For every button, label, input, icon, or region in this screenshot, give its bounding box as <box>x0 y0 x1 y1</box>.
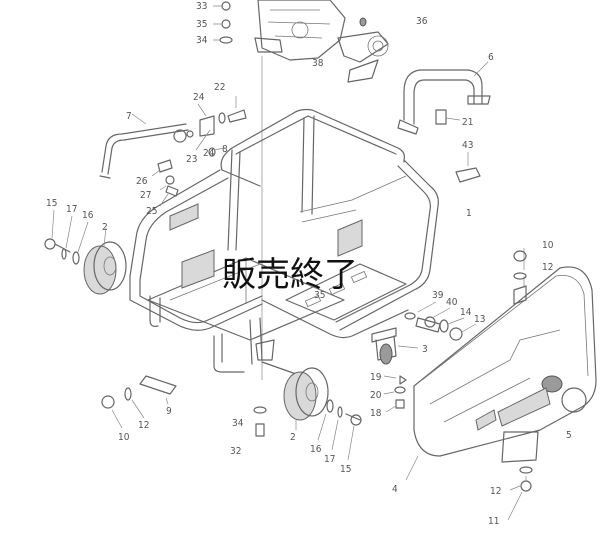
handle-bracket <box>397 61 491 135</box>
callout-10a: 10 <box>542 240 554 251</box>
callout-33: 33 <box>196 1 207 12</box>
right-hardware <box>404 301 477 341</box>
callout-2b: 2 <box>290 432 296 443</box>
callout-4: 4 <box>392 484 398 495</box>
callout-43: 43 <box>462 140 473 151</box>
callout-13: 13 <box>474 314 485 325</box>
callout-32: 32 <box>230 446 241 457</box>
callout-12a: 12 <box>542 262 553 273</box>
callout-34-top: 34 <box>196 35 208 46</box>
discontinued-stamp: 販売終了 <box>222 255 358 295</box>
callout-10b: 10 <box>118 432 130 443</box>
callout-8: 8 <box>222 144 228 155</box>
callout-18: 18 <box>370 408 382 419</box>
callout-22: 22 <box>214 82 225 93</box>
callout-39: 39 <box>432 290 444 301</box>
callout-26: 26 <box>136 176 148 187</box>
callout-5: 5 <box>566 430 572 441</box>
callout-12b: 12 <box>138 420 149 431</box>
left-wheel <box>44 209 127 295</box>
callout-15a: 15 <box>46 198 57 209</box>
callout-11: 11 <box>488 516 499 527</box>
callout-2a: 2 <box>102 222 108 233</box>
bottom-left-hardware <box>101 375 177 429</box>
callout-40: 40 <box>446 297 458 308</box>
callout-38: 38 <box>312 58 324 69</box>
callout-9: 9 <box>166 406 172 417</box>
callout-7: 7 <box>126 111 132 122</box>
callout-16a: 16 <box>82 210 94 221</box>
callout-labels: 33 35 34 36 38 6 22 24 7 21 23 24 8 43 2… <box>46 1 572 527</box>
callout-35b: 35 <box>314 290 325 301</box>
callout-27: 27 <box>140 190 151 201</box>
callout-24b: 24 <box>203 148 215 159</box>
callout-21: 21 <box>462 117 473 128</box>
callout-36: 36 <box>416 16 428 27</box>
callout-15b: 15 <box>340 464 351 475</box>
callout-17a: 17 <box>66 204 77 215</box>
bottom-wheel <box>253 361 362 461</box>
callout-17b: 17 <box>324 454 335 465</box>
main-frame <box>129 108 439 373</box>
callout-16b: 16 <box>310 444 322 455</box>
engine-assembly <box>254 0 389 83</box>
callout-12c: 12 <box>490 486 501 497</box>
callout-23: 23 <box>186 154 197 165</box>
caster-wheel <box>371 327 419 413</box>
callout-6: 6 <box>488 52 494 63</box>
side-cover <box>405 248 597 521</box>
callout-25: 25 <box>146 206 157 217</box>
callout-35: 35 <box>196 19 207 30</box>
callout-24a: 24 <box>193 92 205 103</box>
lift-rod <box>99 113 189 179</box>
callout-14: 14 <box>460 307 472 318</box>
callout-19: 19 <box>370 372 382 383</box>
callout-34b: 34 <box>232 418 244 429</box>
callout-3: 3 <box>422 344 428 355</box>
small-hardware-left <box>151 96 247 207</box>
top-hardware <box>213 1 263 380</box>
foot-pad <box>455 152 481 183</box>
callout-1: 1 <box>466 208 472 219</box>
callout-20: 20 <box>370 390 382 401</box>
